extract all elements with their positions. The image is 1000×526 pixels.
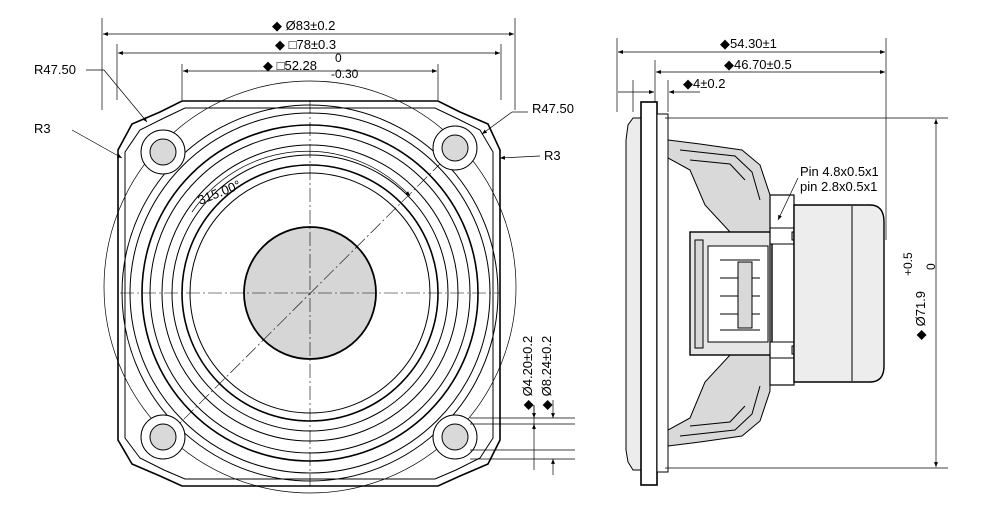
side-view: ◆54.30±1 ◆46.70±0.5 ◆4±0.2 (616, 36, 948, 486)
dim-cutout-lower-tol: 0 (924, 263, 938, 270)
dim-outer-diameter: ◆ Ø83±0.2 (272, 18, 335, 33)
dim-body-depth: ◆46.70±0.5 (724, 57, 792, 72)
pin-label-line1: Pin 4.8x0.5x1 (800, 164, 879, 179)
label-corner-left: R3 (34, 121, 51, 136)
mounting-hole-top-right (432, 125, 478, 171)
frame-outline (117, 100, 501, 487)
label-corner-right: R3 (544, 148, 561, 163)
dim-cutout: ◆ Ø71.9 (913, 291, 928, 340)
label-radius-right: R47.50 (532, 101, 574, 116)
dim-total-depth: ◆54.30±1 (720, 36, 777, 51)
dim-hole-spacing: ◆ Ø8.24±0.2 (539, 336, 554, 410)
mounting-hole-bottom-left (140, 414, 186, 460)
dim-cutout-upper-tol: +0.5 (901, 252, 915, 276)
dim-frame-square: ◆ □78±0.3 (275, 37, 336, 52)
dim-hole-square-lower-tol: -0.30 (331, 67, 359, 81)
front-view: ◆ Ø83±0.2 ◆ □78±0.3 ◆ □52.28 0 -0.30 315… (34, 18, 575, 494)
back-cap (793, 204, 885, 383)
flange (640, 101, 658, 486)
dim-flange: ◆4±0.2 (683, 76, 725, 91)
dim-hole-diameter: ◆ Ø4.20±0.2 (520, 336, 535, 410)
mounting-hole-bottom-right (432, 414, 478, 460)
dim-hole-square-upper-tol: 0 (335, 51, 342, 65)
label-radius-left: R47.50 (34, 62, 76, 77)
dim-hole-square: ◆ □52.28 (263, 58, 317, 73)
pin-label-line2: pin 2.8x0.5x1 (800, 179, 877, 194)
mounting-hole-top-left (140, 129, 186, 175)
